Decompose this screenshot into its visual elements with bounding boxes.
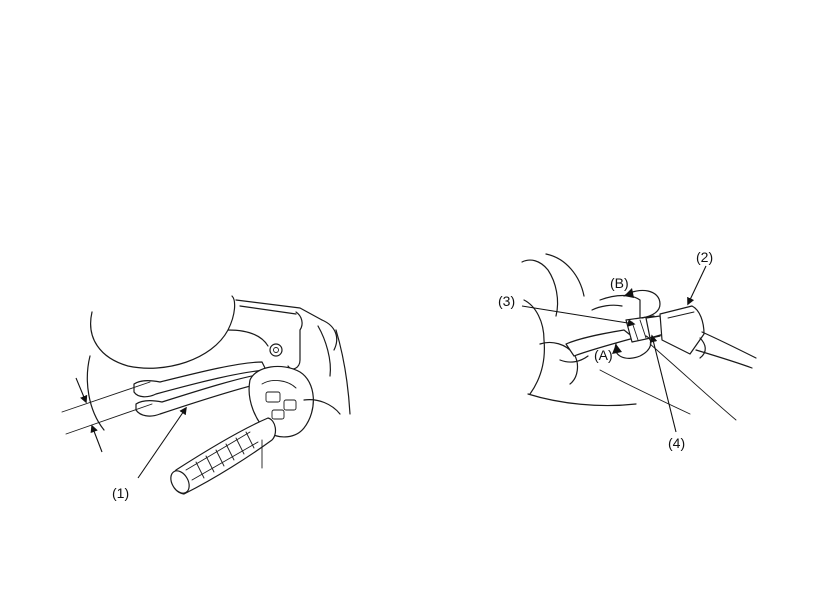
fork-outline: [522, 260, 558, 316]
handlebar-body: [87, 356, 104, 430]
mirror-housing: [91, 296, 235, 368]
label-locknut: (4): [668, 435, 685, 451]
cable-cover: [660, 306, 704, 354]
housing-outline: [524, 300, 544, 394]
label-cable-cover: (2): [696, 249, 713, 265]
frame-top-line: [236, 300, 322, 320]
leader-cover: [688, 266, 706, 304]
label-direction-b: (B): [610, 275, 629, 291]
lever-bracket: [288, 312, 302, 369]
pivot-bolt: [270, 344, 282, 356]
freeplay-arrow-up: [92, 426, 102, 452]
leader-locknut: [652, 336, 676, 432]
right-figure-cable-adjuster: (2) (3) (4) (A) (B): [498, 249, 756, 451]
freeplay-arrow-down: [76, 378, 86, 402]
label-direction-a: (A): [594, 347, 613, 363]
label-lever: (1): [112, 485, 129, 501]
left-figure-clutch-lever: (1): [62, 296, 350, 501]
freeplay-line-lower: [66, 404, 152, 434]
label-adjuster: (3): [498, 293, 515, 309]
